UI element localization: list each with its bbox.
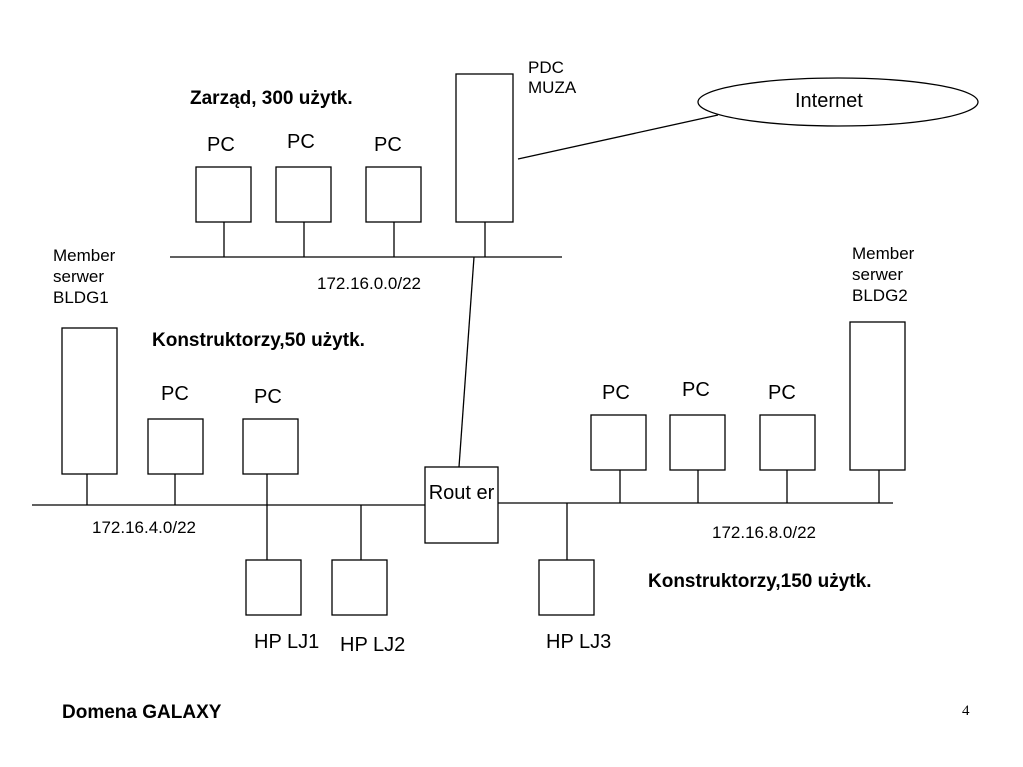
page-number: 4 — [962, 703, 970, 719]
pc-box-right-1 — [590, 414, 647, 471]
pc-label-top-1: PC — [207, 134, 235, 156]
pc-box-top-1 — [195, 166, 252, 223]
pc-box-right-3 — [759, 414, 816, 471]
lj2-label: HP LJ2 — [340, 634, 406, 656]
lj3-box — [538, 559, 595, 616]
domain-title: Domena GALAXY — [62, 702, 222, 723]
pc-box-right-2 — [669, 414, 726, 471]
bldg1-label: Member serwer BLDG1 — [53, 246, 116, 307]
pdc-label: PDC MUZA — [528, 58, 577, 97]
pc-label-left-1: PC — [161, 383, 189, 405]
internet-label: Internet — [795, 90, 863, 112]
pc-box-top-3 — [365, 166, 422, 223]
group-title-konstr-50: Konstruktorzy,50 użytk. — [152, 330, 365, 351]
bldg2-label: Member serwer BLDG2 — [852, 244, 915, 305]
bldg1-server-box — [61, 327, 118, 475]
pdc-server-box — [455, 73, 514, 223]
pc-label-right-1: PC — [602, 382, 630, 404]
router-label: Rout er — [428, 482, 495, 504]
bldg2-server-box — [849, 321, 906, 471]
pc-label-top-3: PC — [374, 134, 402, 156]
group-title-zarzad: Zarząd, 300 użytk. — [190, 88, 353, 109]
pc-label-right-2: PC — [682, 379, 710, 401]
internet-link — [517, 114, 719, 160]
pc-box-left-2 — [242, 418, 299, 475]
network-label-8: 172.16.8.0/22 — [712, 523, 816, 542]
lj1-box — [245, 559, 302, 616]
network-label-4: 172.16.4.0/22 — [92, 518, 196, 537]
pc-label-top-2: PC — [287, 131, 315, 153]
group-title-konstr-150: Konstruktorzy,150 użytk. — [648, 571, 872, 592]
network-label-0: 172.16.0.0/22 — [317, 274, 421, 293]
lj2-box — [331, 559, 388, 616]
pc-box-left-1 — [147, 418, 204, 475]
internet-cloud — [697, 77, 979, 127]
router-box — [424, 466, 499, 544]
trunk-link — [458, 256, 475, 468]
lj1-label: HP LJ1 — [254, 631, 320, 653]
pc-label-right-3: PC — [768, 382, 796, 404]
pc-box-top-2 — [275, 166, 332, 223]
lj3-label: HP LJ3 — [546, 631, 612, 653]
pc-label-left-2: PC — [254, 386, 282, 408]
